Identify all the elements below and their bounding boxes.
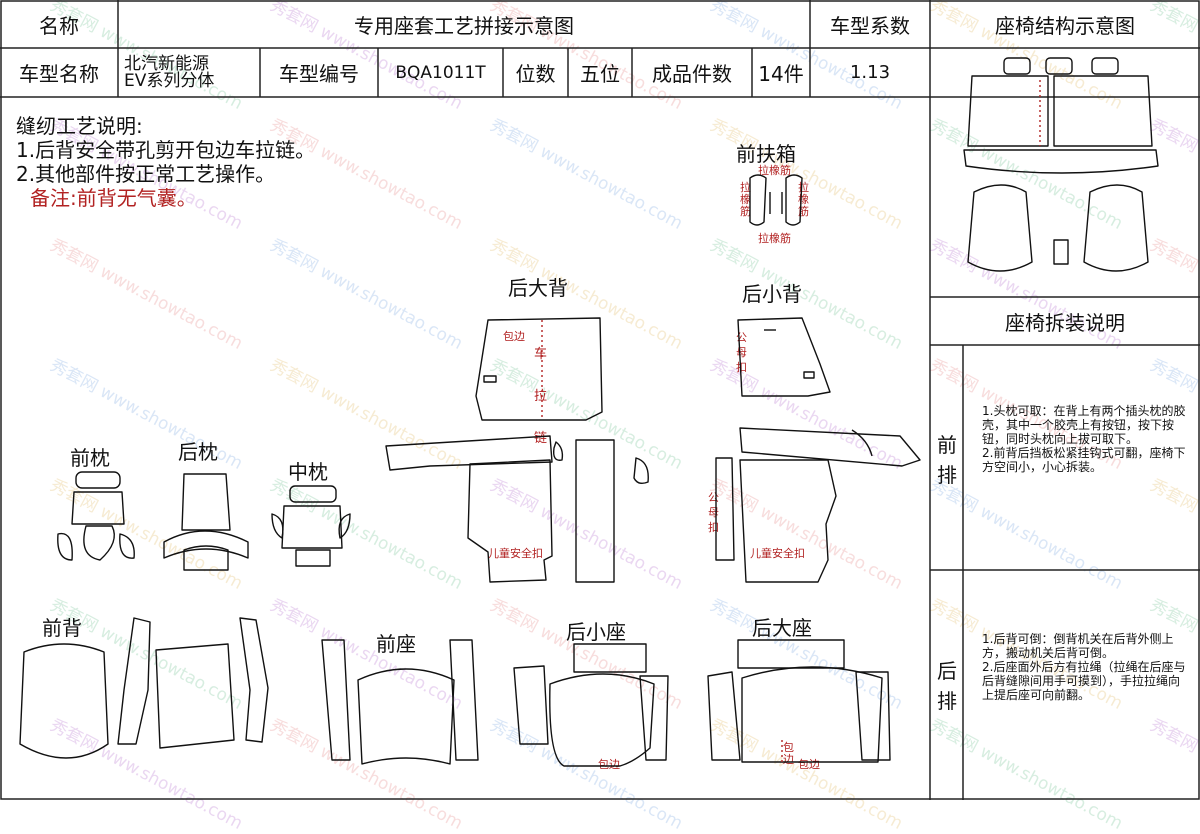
piece-mid-pillow xyxy=(271,485,351,567)
mark-snap-top-2: 母 xyxy=(736,346,747,359)
piece-rear-small-seat xyxy=(513,643,669,767)
document-title: 专用座套工艺拼接示意图 xyxy=(354,13,574,38)
watermark-text: 秀套网 www.showtao.com xyxy=(486,595,686,714)
mark-binding-back: 包边 xyxy=(503,330,525,343)
rear-row-char-2: 排 xyxy=(937,689,957,713)
watermark-text: 秀套网 www.showtao.com xyxy=(46,595,246,714)
label-front-back: 前背 xyxy=(42,616,82,640)
front-row-label: 前 排 xyxy=(932,430,962,490)
mark-zipper-1: 车 xyxy=(534,347,548,362)
watermark-text: 秀套网 www.showtao.com xyxy=(926,715,1126,834)
watermark-text: 秀套网 www.showtao.com xyxy=(266,475,466,594)
watermark-text: 秀套网 www.showtao.com xyxy=(1146,715,1200,834)
piece-rear-big-back xyxy=(385,317,649,583)
mark-binding-big-seat-v: 包 边 xyxy=(783,742,794,766)
mark-snap-top: 公 母 扣 xyxy=(736,330,747,375)
mark-elastic-left: 拉 橡 筋 xyxy=(740,182,752,218)
piece-rear-pillow xyxy=(163,473,249,571)
label-front-armrest: 前扶箱 xyxy=(736,142,796,166)
label-rear-small-back: 后小背 xyxy=(742,282,802,306)
disassembly-title: 座椅拆装说明 xyxy=(1005,310,1125,335)
mark-snap-top-1: 公 xyxy=(736,331,747,344)
mark-elastic-right-1: 拉 xyxy=(798,181,809,194)
mark-elastic-top: 拉橡筋 xyxy=(758,164,791,177)
coef-label: 车型系数 xyxy=(830,13,910,38)
mark-child-safety-right: 儿童安全扣 xyxy=(750,547,805,560)
watermark-text: 秀套网 www.showtao.com xyxy=(706,595,906,714)
rear-row-char-1: 后 xyxy=(937,659,957,683)
mark-binding-small-seat: 包边 xyxy=(598,758,620,771)
mark-zipper-3: 链 xyxy=(534,431,548,446)
watermark-text: 秀套网 www.showtao.com xyxy=(1146,115,1200,234)
watermark-text: 秀套网 www.showtao.com xyxy=(486,115,686,234)
seats-value: 五位 xyxy=(580,62,620,86)
mark-binding-big-seat: 包边 xyxy=(798,758,820,771)
mark-elastic-bottom: 拉橡筋 xyxy=(758,232,791,245)
watermark-text: 秀套网 www.showtao.com xyxy=(266,235,466,354)
seat-structure-sketch xyxy=(963,57,1159,272)
label-rear-big-back: 后大背 xyxy=(508,276,568,300)
pieces-label: 成品件数 xyxy=(652,62,732,86)
piece-front-pillow xyxy=(57,471,135,561)
rear-row-instructions: 1.后背可倒：倒背机关在后背外侧上方，搬动机关后背可倒。 2.后座面外后方有拉绳… xyxy=(982,632,1186,702)
structure-title: 座椅结构示意图 xyxy=(995,13,1135,38)
label-mid-pillow: 中枕 xyxy=(288,460,328,484)
mark-snap-top-3: 扣 xyxy=(736,361,747,374)
label-front-seat: 前座 xyxy=(376,632,416,656)
mark-elastic-left-1: 拉 xyxy=(740,181,751,194)
mark-elastic-left-3: 筋 xyxy=(740,205,751,218)
notes-line-2: 2.其他部件按正常工艺操作。 xyxy=(16,162,276,186)
piece-front-seat xyxy=(321,639,479,765)
mark-snap-bottom: 公 母 扣 xyxy=(708,490,719,535)
coef-value: 1.13 xyxy=(849,62,891,83)
model-name-line1: 北汽新能源 xyxy=(124,53,209,74)
watermark-text: 秀套网 www.showtao.com xyxy=(706,475,906,594)
seats-label: 位数 xyxy=(515,62,556,86)
mark-snap-bottom-3: 扣 xyxy=(708,521,719,534)
mark-elastic-right-2: 橡 xyxy=(798,193,809,206)
model-no-label: 车型编号 xyxy=(279,62,359,86)
front-row-instructions: 1.头枕可取：在背上有两个插头枕的胶壳，其中一个胶壳上有按钮，按下按钮，同时头枕… xyxy=(982,404,1186,474)
mark-elastic-right-3: 筋 xyxy=(798,205,809,218)
pieces-value: 14件 xyxy=(758,62,804,86)
notes-remark: 备注:前背无气囊。 xyxy=(30,186,197,210)
mark-snap-bottom-2: 母 xyxy=(708,506,719,519)
model-name-line2: EV系列分体 xyxy=(124,70,215,91)
watermark-text: 秀套网 www.showtao.com xyxy=(46,715,246,834)
watermark-text: 秀套网 www.showtao.com xyxy=(1146,475,1200,594)
watermark-text: 秀套网 www.showtao.com xyxy=(926,115,1126,234)
label-rear-big-seat: 后大座 xyxy=(752,616,812,640)
notes-title: 缝纫工艺说明: xyxy=(16,114,143,138)
watermark-text: 秀套网 www.showtao.com xyxy=(486,475,686,594)
front-row-char-1: 前 xyxy=(937,433,957,457)
piece-front-armrest xyxy=(749,174,803,226)
label-rear-small-seat: 后小座 xyxy=(566,620,626,644)
sewing-notes: 缝纫工艺说明: 1.后背安全带孔剪开包边车拉链。 2.其他部件按正常工艺操作。 … xyxy=(16,114,315,210)
label-rear-pillow: 后枕 xyxy=(178,440,218,464)
watermark-text: 秀套网 www.showtao.com xyxy=(266,595,466,714)
watermark-text: 秀套网 www.showtao.com xyxy=(46,235,246,354)
mark-zipper: 车 拉 链 xyxy=(534,334,547,460)
mark-snap-bottom-1: 公 xyxy=(708,491,719,504)
mark-binding-v-2: 边 xyxy=(783,753,794,766)
notes-line-1: 1.后背安全带孔剪开包边车拉链。 xyxy=(16,138,316,162)
name-label: 名称 xyxy=(39,13,79,38)
label-front-pillow: 前枕 xyxy=(70,446,110,470)
mark-elastic-left-2: 橡 xyxy=(740,193,751,206)
model-name-value: 北汽新能源 EV系列分体 xyxy=(118,48,260,97)
watermark-text: 秀套网 www.showtao.com xyxy=(706,715,906,834)
rear-row-label: 后 排 xyxy=(932,656,962,716)
mark-zipper-2: 拉 xyxy=(534,389,548,404)
watermark-text: 秀套网 www.showtao.com xyxy=(266,715,466,834)
model-name-label: 车型名称 xyxy=(19,62,99,86)
mark-elastic-right: 拉 橡 筋 xyxy=(798,182,810,218)
watermark-text: 秀套网 www.showtao.com xyxy=(46,475,246,594)
watermark-text: 秀套网 www.showtao.com xyxy=(486,715,686,834)
mark-child-safety-left: 儿童安全扣 xyxy=(488,547,543,560)
model-no-value: BQA1011T xyxy=(395,62,486,83)
piece-rear-big-seat xyxy=(707,639,891,764)
watermark-text: 秀套网 www.showtao.com xyxy=(486,355,686,474)
front-row-char-2: 排 xyxy=(937,463,957,487)
